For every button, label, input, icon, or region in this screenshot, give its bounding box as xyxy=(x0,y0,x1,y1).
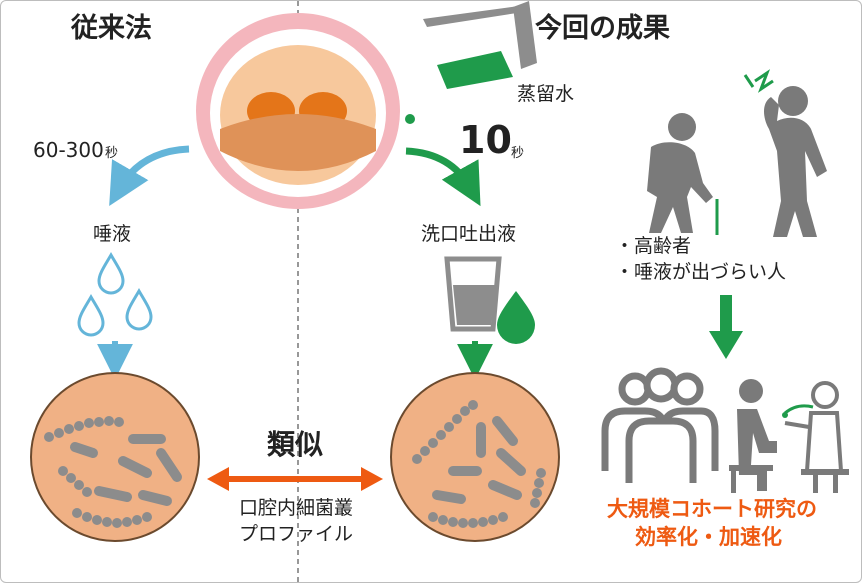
big-down-arrow xyxy=(709,295,743,359)
open-mouth-icon xyxy=(196,13,400,209)
mouthwash-label: 洗口吐出液 xyxy=(421,223,517,245)
right-time-unit: 秒 xyxy=(511,146,525,161)
people-group-icon xyxy=(601,367,719,483)
liquid-label: 蒸留水 xyxy=(517,83,575,105)
profile-line2: プロファイル xyxy=(239,523,354,545)
outcome-line1: 大規模コホート研究の xyxy=(607,497,817,521)
arrow-to-saliva xyxy=(109,145,190,206)
left-time-unit: 秒 xyxy=(105,146,119,161)
target-item-dry-mouth: ・唾液が出づらい人 xyxy=(615,261,787,283)
doctor-patient-icon xyxy=(729,379,849,493)
outcome-line2: 効率化・加速化 xyxy=(635,525,782,549)
target-item-elderly: ・高齢者 xyxy=(615,235,692,257)
right-time-value: 10 xyxy=(459,118,512,162)
left-petri-dish-icon xyxy=(30,372,200,542)
left-time-value: 60-300 xyxy=(33,138,104,162)
cup-pouring-icon xyxy=(405,1,537,124)
similarity-double-arrow xyxy=(207,467,383,491)
saliva-drops-icon xyxy=(77,252,153,337)
right-petri-dish-icon xyxy=(390,372,560,542)
glass-with-drop-icon xyxy=(444,256,535,344)
elderly-person-icon xyxy=(647,113,719,235)
left-heading: 従来法 xyxy=(71,13,152,44)
distressed-person-icon xyxy=(743,69,827,237)
profile-line1: 口腔内細菌叢 xyxy=(239,497,354,519)
right-heading: 今回の成果 xyxy=(535,13,670,44)
similar-label: 類似 xyxy=(267,428,324,461)
saliva-label: 唾液 xyxy=(93,223,132,245)
arrow-to-mouthwash xyxy=(405,147,481,207)
